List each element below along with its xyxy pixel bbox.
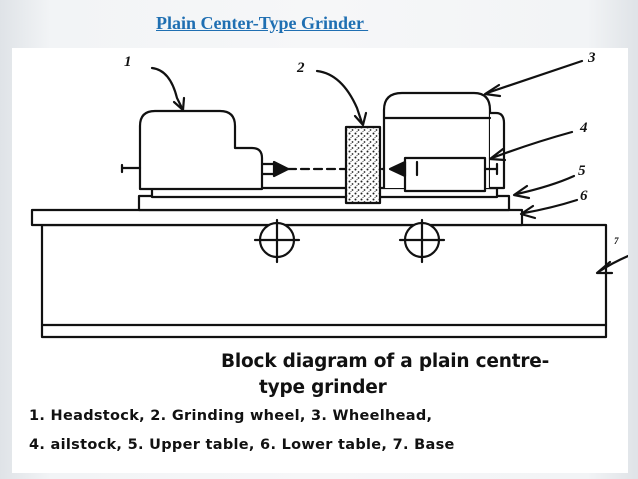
part-number-6: 6 [580, 188, 588, 204]
parts-legend-line1: 1. Headstock, 2. Grinding wheel, 3. Whee… [29, 408, 433, 424]
grinding-wheel [344, 125, 382, 205]
diagram-caption-line2: type grinder [259, 377, 387, 398]
part-number-1: 1 [124, 54, 132, 70]
leader-3 [485, 59, 584, 95]
headstock [138, 109, 264, 191]
leader-2 [315, 69, 364, 125]
part-number-5: 5 [578, 163, 586, 179]
part-number-7: 7 [614, 236, 619, 246]
diagram-caption-line1: Block diagram of a plain centre- [221, 351, 550, 372]
leader-4 [490, 130, 574, 160]
base-body [40, 223, 608, 339]
leader-1 [150, 66, 184, 110]
leader-5 [515, 174, 576, 196]
part-number-4: 4 [580, 120, 588, 136]
grinder-drawing [30, 59, 628, 339]
leader-6 [522, 198, 579, 215]
slide-title: Plain Center-Type Grinder [156, 13, 369, 33]
parts-legend-line2: 4. ailstock, 5. Upper table, 6. Lower ta… [29, 437, 455, 453]
upper-table [137, 194, 511, 212]
diagram-panel: 1 2 3 4 5 6 7 [12, 48, 628, 473]
part-number-3: 3 [588, 50, 596, 66]
part-number-2: 2 [297, 60, 305, 76]
